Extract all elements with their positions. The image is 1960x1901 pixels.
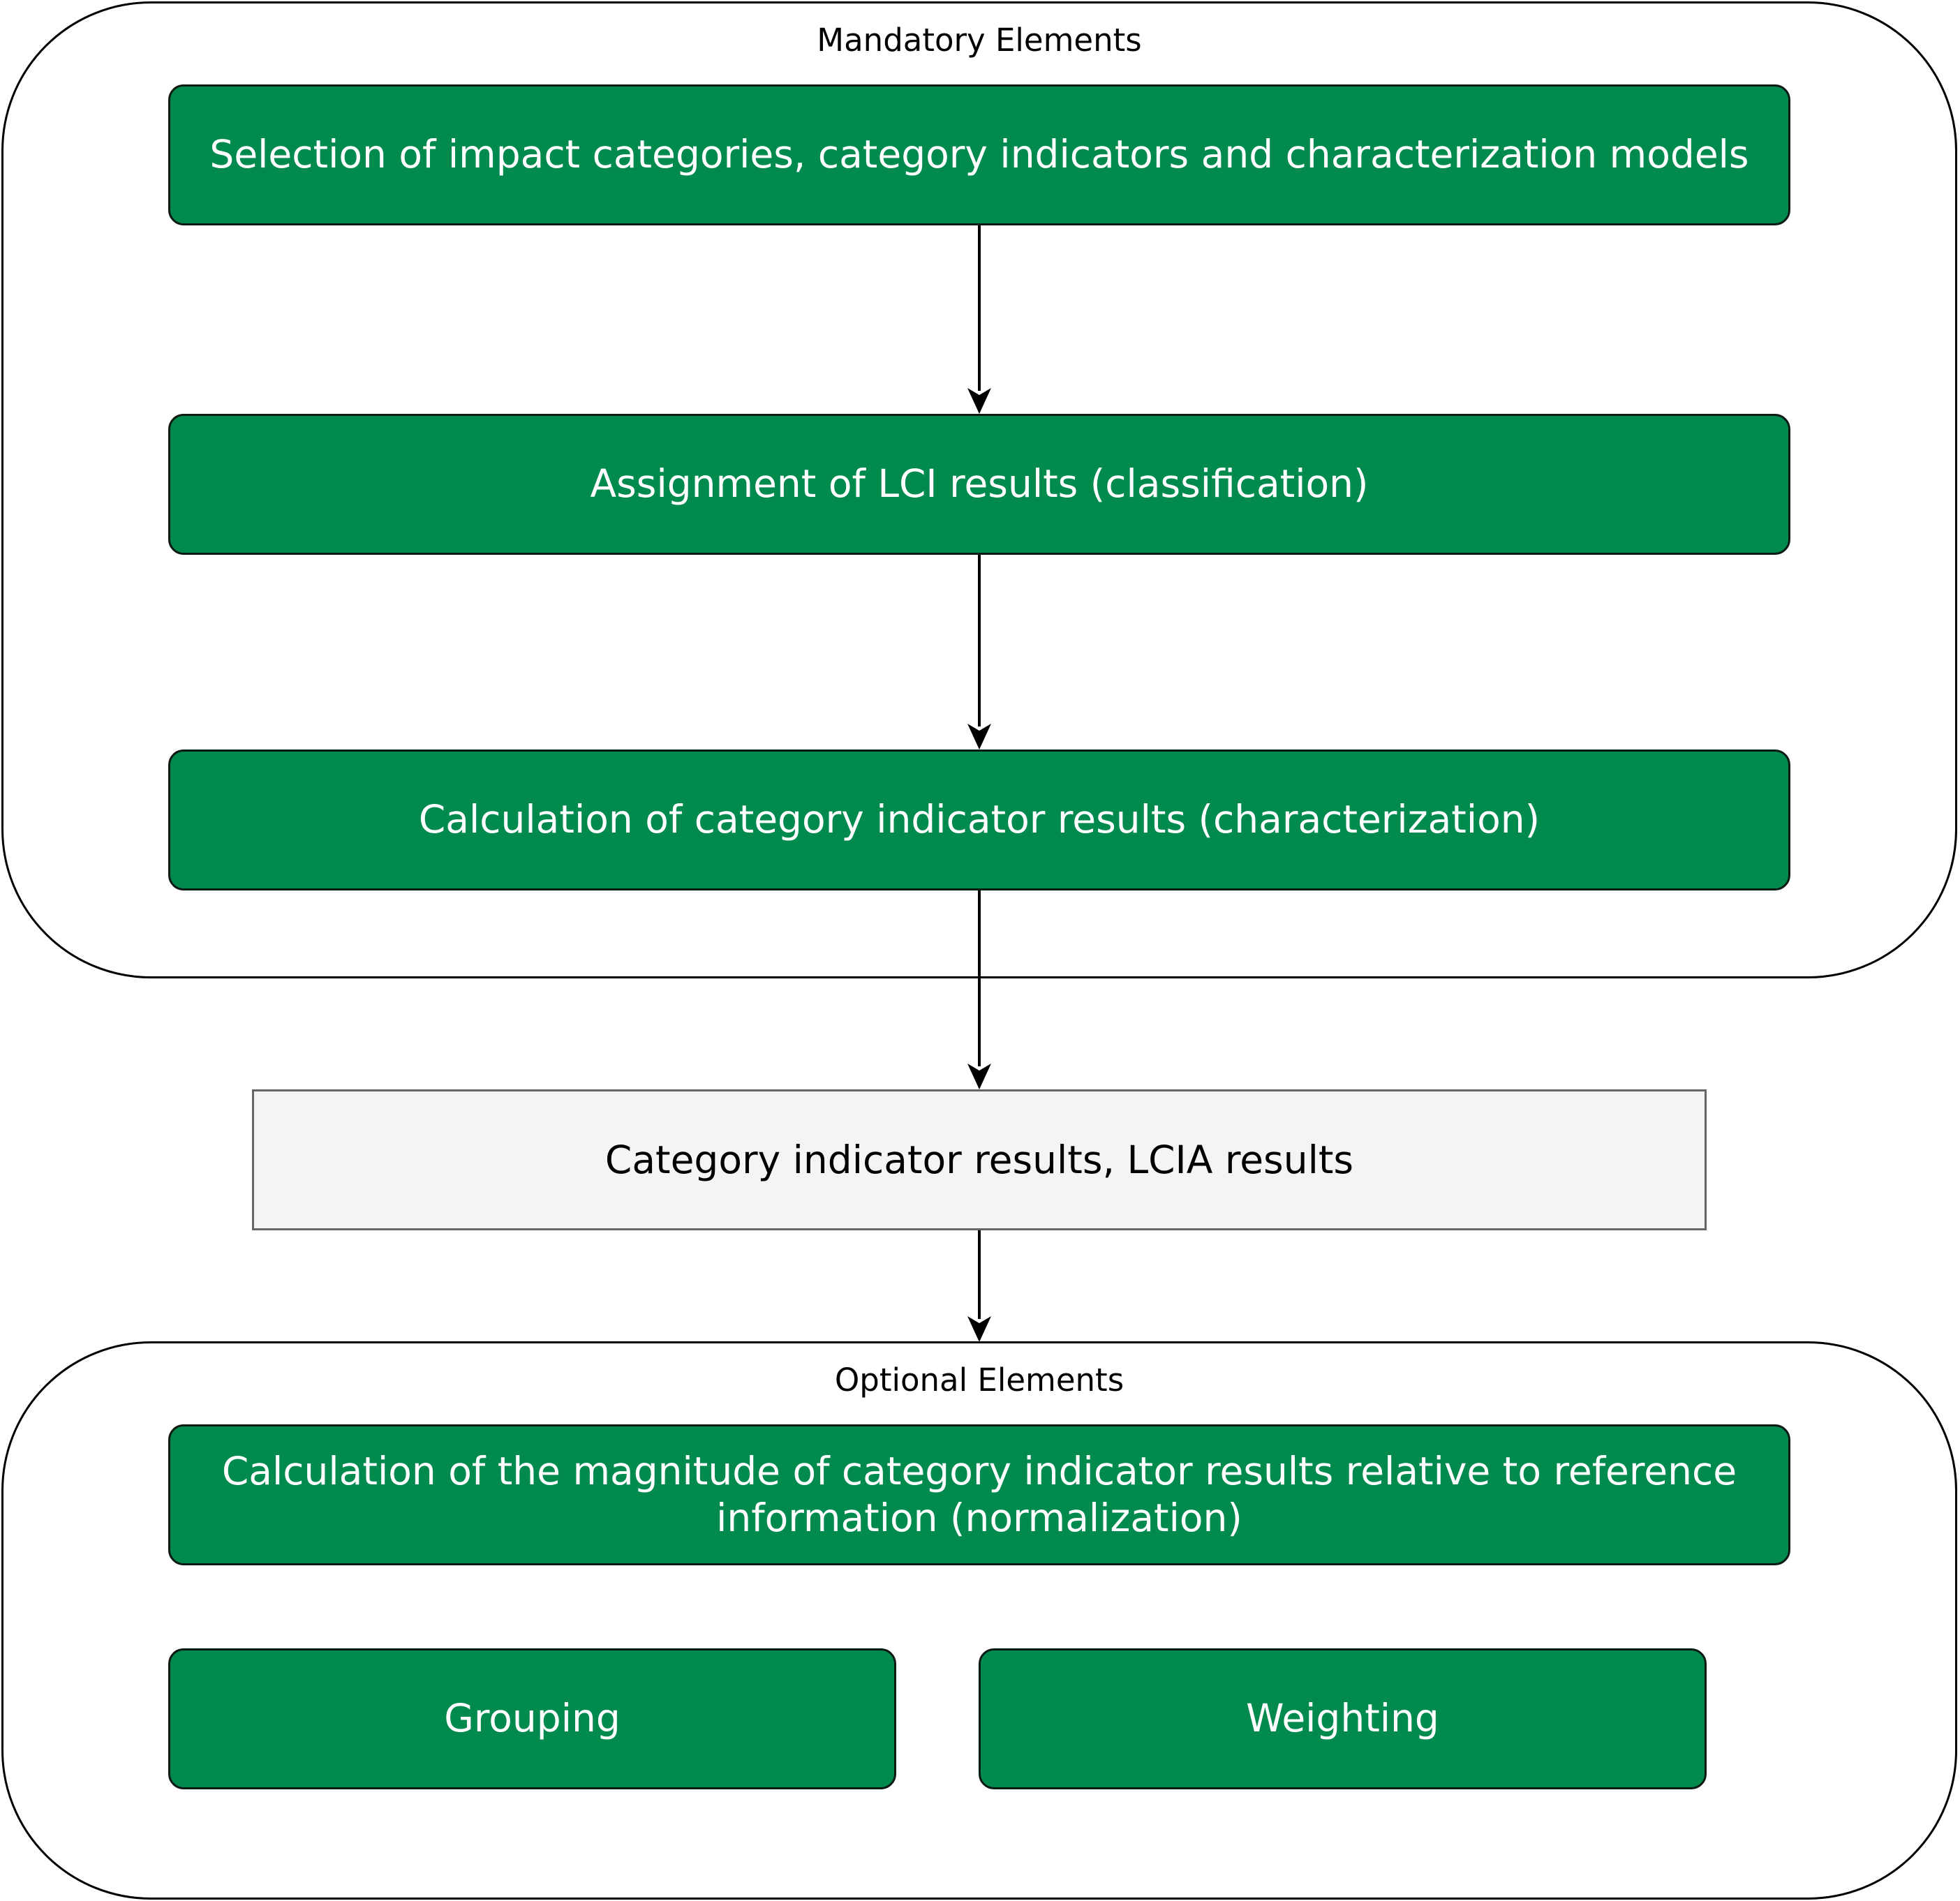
grouping-step-box: Grouping [168,1648,896,1789]
arrow-results-to-optional [967,1230,991,1342]
normalization-step-box: Calculation of the magnitude of category… [168,1424,1790,1565]
weighting-step-box: Weighting [979,1648,1707,1789]
mandatory-elements-label: Mandatory Elements [817,22,1142,59]
optional-elements-label: Optional Elements [834,1362,1124,1399]
characterization-step-box: Calculation of category indicator result… [168,750,1790,890]
classification-step-box: Assignment of LCI results (classificatio… [168,414,1790,555]
selection-step-box: Selection of impact categories, category… [168,84,1790,225]
lcia-results-box: Category indicator results, LCIA results [252,1089,1707,1230]
